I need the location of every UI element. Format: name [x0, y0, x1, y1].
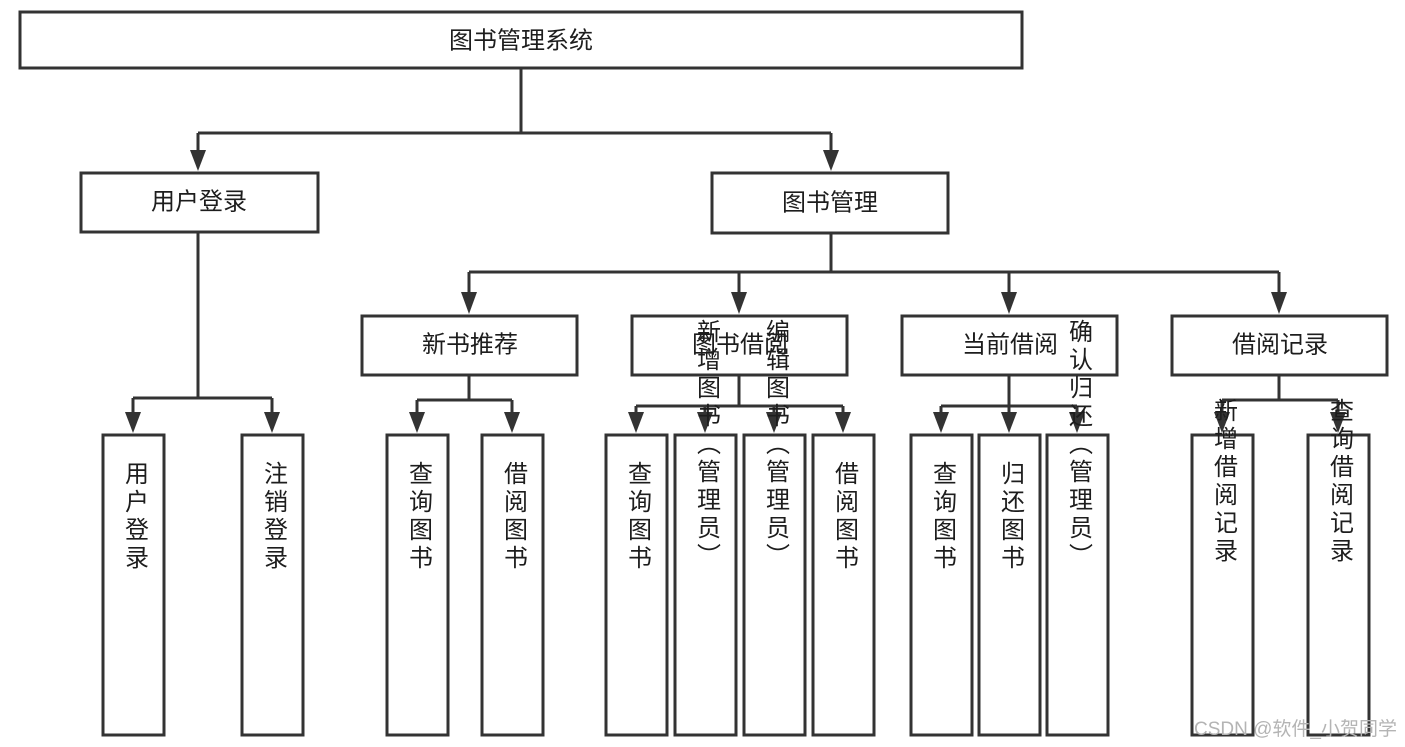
- node-leaf-return-book-label: 归还图书: [997, 461, 1025, 573]
- node-leaf-confirm-return[interactable]: 确认归还（管理员）: [1045, 319, 1110, 737]
- node-book-management-label: 图书管理: [782, 189, 878, 216]
- node-leaf-add-book-box[interactable]: [673, 433, 738, 737]
- node-leaf-query-book-1-label: 查询图书: [405, 461, 433, 573]
- node-leaf-query-record-box[interactable]: [1306, 433, 1371, 737]
- node-leaf-return-book-box[interactable]: [977, 433, 1042, 737]
- node-leaf-query-book-2-label: 查询图书: [624, 461, 652, 573]
- arrow-leaf-logout-login: [264, 412, 280, 433]
- node-leaf-edit-book[interactable]: 编辑图书（管理员）: [742, 319, 807, 737]
- node-leaf-query-book-2-box[interactable]: [604, 433, 669, 737]
- node-leaf-add-book[interactable]: 新增图书（管理员）: [673, 319, 738, 737]
- node-leaf-borrow-book-2-box[interactable]: [811, 433, 876, 737]
- arrow-leaf-edit-book: [766, 412, 782, 433]
- node-leaf-query-record[interactable]: 查询借阅记录: [1306, 398, 1371, 737]
- node-book-borrow-label: 图书借阅: [692, 331, 788, 358]
- node-leaf-borrow-book-1-label: 借阅图书: [500, 461, 528, 573]
- connector-layer: [125, 68, 1346, 433]
- arrow-leaf-borrow-book-2: [835, 412, 851, 433]
- node-borrow-record-box[interactable]: [1170, 314, 1389, 377]
- node-leaf-query-book-3-box[interactable]: [909, 433, 974, 737]
- node-leaf-borrow-book-1[interactable]: 借阅图书: [480, 433, 545, 737]
- node-leaf-add-record-box[interactable]: [1190, 433, 1255, 737]
- node-leaf-return-book[interactable]: 归还图书: [977, 433, 1042, 737]
- arrow-book-borrow: [731, 292, 747, 314]
- csdn-watermark: CSDN @软件_小贺同学: [1194, 719, 1397, 740]
- node-leaf-user-login[interactable]: 用户登录: [101, 433, 166, 737]
- node-current-borrow-label: 当前借阅: [962, 331, 1058, 358]
- node-leaf-borrow-book-2[interactable]: 借阅图书: [811, 433, 876, 737]
- arrow-book-management: [823, 150, 839, 171]
- arrow-leaf-confirm-return: [1069, 412, 1085, 433]
- arrow-leaf-return-book: [1001, 412, 1017, 433]
- node-leaf-add-record[interactable]: 新增借阅记录: [1190, 398, 1255, 737]
- node-leaf-user-login-box[interactable]: [101, 433, 166, 737]
- node-leaf-borrow-book-2-label: 借阅图书: [831, 461, 859, 573]
- node-leaf-logout-login-box[interactable]: [240, 433, 305, 737]
- node-root-label: 图书管理系统: [449, 27, 593, 54]
- node-leaf-confirm-return-box[interactable]: [1045, 433, 1110, 737]
- arrow-leaf-add-book: [697, 412, 713, 433]
- node-root[interactable]: 图书管理系统: [18, 10, 1024, 70]
- node-leaf-confirm-return-label: 确认归还（管理员）: [1065, 319, 1093, 571]
- node-borrow-record-label: 借阅记录: [1232, 331, 1328, 358]
- arrow-leaf-add-record: [1214, 412, 1230, 433]
- node-leaf-query-record-label: 查询借阅记录: [1326, 398, 1354, 566]
- node-new-book-recommend-label: 新书推荐: [422, 331, 518, 358]
- node-book-borrow[interactable]: 图书借阅: [630, 314, 849, 377]
- node-root-box[interactable]: [18, 10, 1024, 70]
- node-book-management[interactable]: 图书管理: [710, 171, 950, 235]
- arrow-borrow-record: [1271, 292, 1287, 314]
- arrow-new-book-recommend: [461, 292, 477, 314]
- arrow-leaf-query-book-2: [628, 412, 644, 433]
- node-leaf-user-login-label: 用户登录: [121, 461, 149, 573]
- node-leaf-borrow-book-1-box[interactable]: [480, 433, 545, 737]
- node-leaf-query-book-3[interactable]: 查询图书: [909, 433, 974, 737]
- arrow-leaf-borrow-book-1: [504, 412, 520, 433]
- node-current-borrow-box[interactable]: [900, 314, 1119, 377]
- node-new-book-recommend-box[interactable]: [360, 314, 579, 377]
- node-leaf-logout-login-label: 注销登录: [260, 461, 288, 573]
- node-book-management-box[interactable]: [710, 171, 950, 235]
- arrow-leaf-query-record: [1330, 412, 1346, 433]
- arrow-user-login: [190, 150, 206, 171]
- node-leaf-edit-book-box[interactable]: [742, 433, 807, 737]
- node-leaf-query-book-2[interactable]: 查询图书: [604, 433, 669, 737]
- arrow-current-borrow: [1001, 292, 1017, 314]
- arrow-leaf-query-book-3: [933, 412, 949, 433]
- node-new-book-recommend[interactable]: 新书推荐: [360, 314, 579, 377]
- node-leaf-add-book-label: 新增图书（管理员）: [693, 319, 721, 571]
- arrow-leaf-query-book-1: [409, 412, 425, 433]
- node-user-login[interactable]: 用户登录: [79, 171, 320, 234]
- arrow-leaf-user-login: [125, 412, 141, 433]
- node-user-login-label: 用户登录: [151, 188, 247, 215]
- node-book-borrow-box[interactable]: [630, 314, 849, 377]
- node-leaf-add-record-label: 新增借阅记录: [1210, 398, 1238, 566]
- node-leaf-query-book-1-box[interactable]: [385, 433, 450, 737]
- node-leaf-edit-book-label: 编辑图书（管理员）: [762, 319, 790, 571]
- node-borrow-record[interactable]: 借阅记录: [1170, 314, 1389, 377]
- node-current-borrow[interactable]: 当前借阅: [900, 314, 1119, 377]
- node-leaf-logout-login[interactable]: 注销登录: [240, 433, 305, 737]
- node-user-login-box[interactable]: [79, 171, 320, 234]
- node-leaf-query-book-1[interactable]: 查询图书: [385, 433, 450, 737]
- node-leaf-query-book-3-label: 查询图书: [929, 461, 957, 573]
